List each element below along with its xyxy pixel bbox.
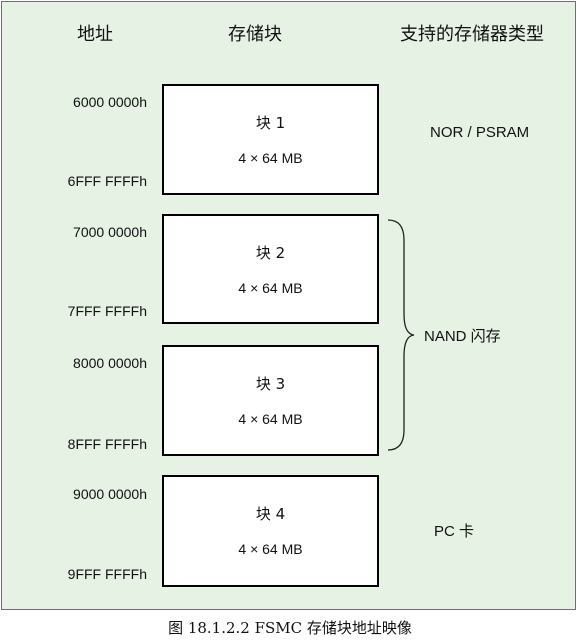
block-4-name: 块 4 bbox=[255, 505, 286, 523]
memory-type-nor-psram: NOR / PSRAM bbox=[430, 124, 530, 141]
block-2-size: 4 × 64 MB bbox=[238, 280, 303, 296]
header-memory-type: 支持的存储器类型 bbox=[400, 24, 544, 45]
block-4-end-address: 9FFF FFFFh bbox=[67, 566, 147, 582]
block-2-name: 块 2 bbox=[255, 244, 286, 262]
memory-type-pc-card: PC 卡 bbox=[434, 523, 475, 540]
diagram-panel: 地址 存储块 支持的存储器类型 6000 0000h 6FFF FFFFh 块 … bbox=[1, 1, 576, 610]
block-3-end-address: 8FFF FFFFh bbox=[67, 436, 147, 452]
block-1-end-address: 6FFF FFFFh bbox=[67, 173, 147, 189]
block-1-size: 4 × 64 MB bbox=[238, 150, 303, 166]
block-3-size: 4 × 64 MB bbox=[238, 411, 303, 427]
block-2-end-address: 7FFF FFFFh bbox=[67, 303, 147, 319]
figure-caption: 图 18.1.2.2 FSMC 存储块地址映像 bbox=[168, 619, 412, 637]
memory-block-3: 块 3 4 × 64 MB bbox=[162, 345, 379, 456]
block-1-start-address: 6000 0000h bbox=[73, 94, 147, 110]
memory-block-1: 块 1 4 × 64 MB bbox=[162, 84, 379, 195]
header-block: 存储块 bbox=[228, 24, 282, 45]
block-1-name: 块 1 bbox=[255, 114, 286, 132]
block-2-start-address: 7000 0000h bbox=[73, 224, 147, 240]
block-4-start-address: 9000 0000h bbox=[73, 486, 147, 502]
curly-brace-icon bbox=[387, 219, 415, 451]
memory-type-nand-flash: NAND 闪存 bbox=[424, 328, 501, 345]
block-3-name: 块 3 bbox=[255, 375, 286, 393]
block-4-size: 4 × 64 MB bbox=[238, 541, 303, 557]
header-address: 地址 bbox=[77, 24, 113, 45]
block-3-start-address: 8000 0000h bbox=[73, 355, 147, 371]
memory-block-2: 块 2 4 × 64 MB bbox=[162, 214, 379, 324]
memory-block-4: 块 4 4 × 64 MB bbox=[162, 475, 379, 587]
